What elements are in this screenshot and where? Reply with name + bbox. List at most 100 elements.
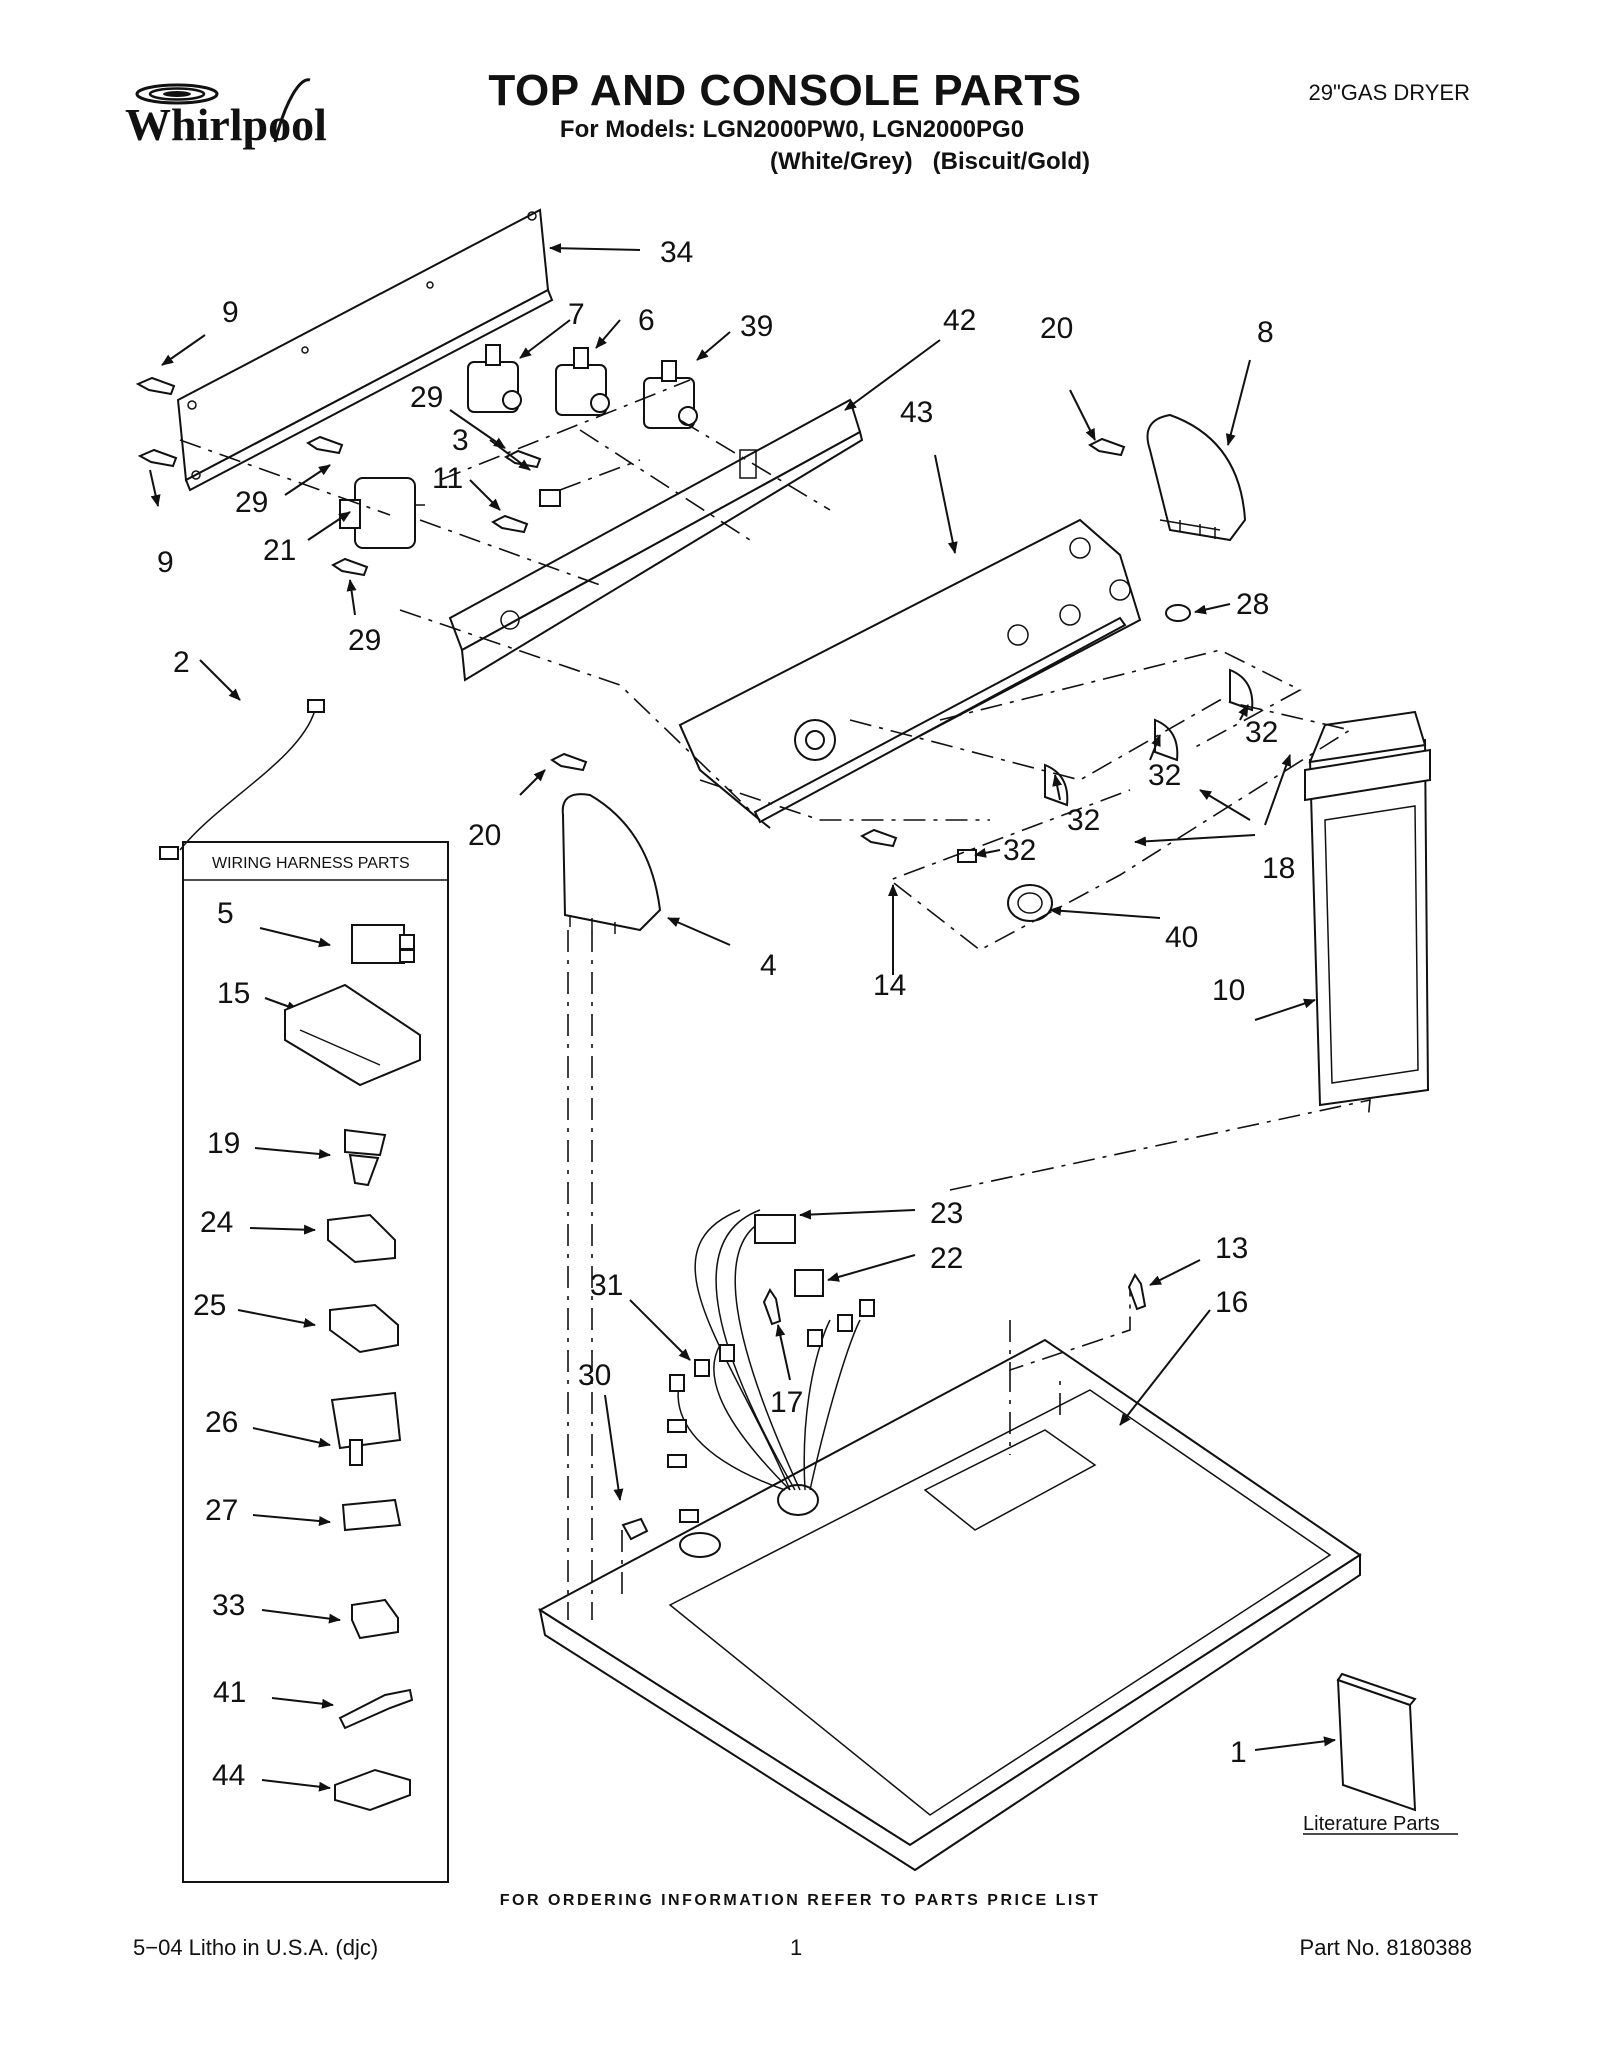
harness-item-25: 25 — [193, 1289, 226, 1322]
harness-item-15: 15 — [217, 977, 250, 1010]
callout-17: 17 — [770, 1386, 803, 1419]
colors-line: (White/Grey) (Biscuit/Gold) — [769, 148, 1090, 175]
dryer-top — [538, 1338, 1362, 1872]
console-mounting-plate — [448, 398, 864, 682]
brand-text: Whirlpool — [125, 99, 327, 150]
connector-24 — [327, 1213, 396, 1264]
callout-20-left: 20 — [468, 819, 501, 852]
literature-parts-label: Literature Parts — [1303, 1813, 1440, 1835]
part-number: Part No. 8180388 — [1299, 1935, 1472, 1960]
callout-arrows — [149, 243, 1336, 1751]
harness-item-5: 5 — [217, 897, 234, 930]
callout-labels: 34 9 7 6 39 42 20 8 29 3 43 11 29 21 9 2… — [157, 236, 1295, 1769]
whirlpool-logo: Whirlpool — [125, 78, 327, 150]
callout-29-mid: 29 — [235, 486, 268, 519]
callout-42: 42 — [943, 304, 976, 337]
callout-6: 6 — [638, 304, 655, 337]
callout-20-top: 20 — [1040, 312, 1073, 345]
knob-40 — [1007, 884, 1053, 922]
harness-item-44: 44 — [212, 1759, 245, 1792]
harness-item-33: 33 — [212, 1589, 245, 1622]
connector-19 — [344, 1128, 387, 1187]
callout-39: 39 — [740, 310, 773, 343]
callout-43: 43 — [900, 396, 933, 429]
screw-29-c — [331, 557, 369, 577]
callout-2: 2 — [173, 646, 190, 679]
callout-32-d: 32 — [1003, 834, 1036, 867]
clip-30 — [621, 1517, 649, 1541]
connector-5 — [351, 924, 415, 964]
console-panel — [678, 518, 1142, 829]
callout-9: 9 — [222, 296, 239, 329]
harness-item-26: 26 — [205, 1406, 238, 1439]
screw-29-a — [306, 435, 344, 455]
callout-28: 28 — [1236, 588, 1269, 621]
terminal-41 — [338, 1688, 414, 1730]
harness-box-title: WIRING HARNESS PARTS — [212, 855, 410, 872]
cable-2 — [159, 699, 325, 860]
callout-29-top: 29 — [410, 381, 443, 414]
screw-20-right — [1088, 437, 1126, 457]
models-line: For Models: LGN2000PW0, LGN2000PG0 — [559, 116, 1025, 143]
switch-39 — [643, 360, 698, 429]
callout-21: 21 — [263, 534, 296, 567]
connector-27 — [341, 1498, 402, 1532]
product-type: 29"GAS DRYER — [1308, 80, 1470, 105]
harness-item-19: 19 — [207, 1127, 240, 1160]
assembly-lines — [179, 379, 1371, 1620]
screw-9-lower — [137, 448, 178, 468]
connector-44 — [334, 1768, 411, 1812]
callout-13: 13 — [1215, 1232, 1248, 1265]
connector-25 — [329, 1303, 399, 1354]
rear-console-bracket — [176, 208, 554, 492]
harness-item-24: 24 — [200, 1206, 233, 1239]
connector-15 — [284, 983, 421, 1087]
page-title: TOP AND CONSOLE PARTS — [488, 66, 1082, 115]
switch-6 — [555, 347, 610, 416]
harness-item-27: 27 — [205, 1494, 238, 1527]
callout-18: 18 — [1262, 852, 1295, 885]
clip-32-d — [957, 849, 977, 863]
literature-pack — [1336, 1672, 1417, 1812]
connector-33 — [351, 1598, 399, 1640]
connector-26 — [330, 1391, 402, 1466]
callout-16: 16 — [1215, 1286, 1248, 1319]
screw-17 — [762, 1288, 782, 1326]
page-number: 1 — [790, 1935, 803, 1960]
callout-29-low: 29 — [348, 624, 381, 657]
callout-32-a: 32 — [1245, 716, 1278, 749]
wiring-harness — [667, 1209, 875, 1523]
screw-14 — [860, 828, 898, 848]
end-cap-left-4 — [561, 793, 662, 934]
callout-31: 31 — [590, 1269, 623, 1302]
callout-32-c: 32 — [1067, 804, 1100, 837]
wiring-harness-parts-box: WIRING HARNESS PARTS 5 15 19 24 25 26 27… — [182, 841, 449, 1883]
callout-4: 4 — [760, 949, 777, 982]
callout-32-b: 32 — [1148, 759, 1181, 792]
lint-screen — [1304, 710, 1431, 1107]
harness-item-41: 41 — [213, 1676, 246, 1709]
callout-40: 40 — [1165, 921, 1198, 954]
screw-13 — [1127, 1273, 1147, 1311]
callout-14: 14 — [873, 969, 906, 1002]
callout-23: 23 — [930, 1197, 963, 1230]
screw-29-b — [504, 449, 542, 469]
screw-9-upper — [135, 376, 176, 396]
callout-9-lower: 9 — [157, 546, 174, 579]
callout-1: 1 — [1230, 1736, 1247, 1769]
callout-3: 3 — [452, 424, 469, 457]
part-3-clip — [539, 489, 561, 507]
knob-32-b — [1154, 718, 1179, 762]
litho-note: 5−04 Litho in U.S.A. (djc) — [133, 1935, 379, 1960]
switch-7 — [467, 344, 522, 413]
callout-22: 22 — [930, 1242, 963, 1275]
callout-8: 8 — [1257, 316, 1274, 349]
ordering-note: FOR ORDERING INFORMATION REFER TO PARTS … — [499, 1892, 1101, 1909]
end-cap-right-8 — [1146, 413, 1247, 542]
ring-28 — [1165, 604, 1191, 622]
callout-30: 30 — [578, 1359, 611, 1392]
screw-20-left — [550, 752, 588, 772]
knob-32-a — [1229, 668, 1254, 712]
screw-11 — [491, 514, 529, 534]
